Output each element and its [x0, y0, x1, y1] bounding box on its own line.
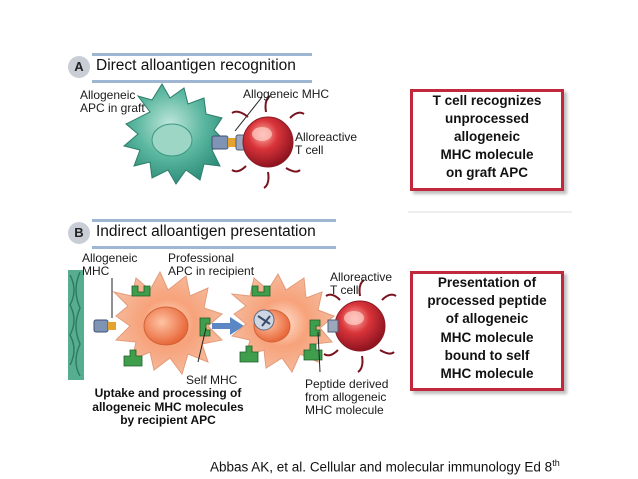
label-line: Alloreactive: [330, 270, 393, 284]
graft-apc-cell: [122, 83, 227, 185]
label-allogeneic-mhc-a: Allogeneic MHC: [243, 87, 330, 101]
label-line: APC in graft: [80, 101, 145, 115]
box-line: processed peptide: [427, 293, 547, 309]
panel-b-summary-box: Presentation of processed peptide of all…: [410, 271, 564, 391]
graft-tissue: [68, 270, 84, 380]
box-line: unprocessed: [444, 111, 530, 126]
label-line: Allogeneic: [82, 251, 138, 265]
citation-superscript: th: [552, 458, 560, 468]
recipient-apc-cell-1: [112, 270, 224, 376]
panel-b-title-bar: [92, 219, 336, 249]
graft-mhc-molecule: [93, 319, 116, 333]
label-line: Alloreactive: [295, 130, 358, 144]
label-self-mhc: Self MHC: [186, 373, 238, 387]
label-alloreactive-t-cell-a: Alloreactive T cell: [295, 131, 357, 157]
panel-b-title: Indirect alloantigen presentation: [96, 223, 316, 240]
caption-line: Uptake and processing of: [94, 386, 242, 400]
box-line: allogeneic: [453, 129, 521, 144]
citation-credit: Abbas AK, et al. Cellular and molecular …: [210, 458, 560, 475]
label-line: MHC: [82, 264, 110, 278]
label-line: Professional: [168, 251, 235, 265]
box-line: MHC molecule: [440, 147, 534, 162]
label-peptide-derived: Peptide derived from allogeneic MHC mole…: [305, 378, 388, 417]
label-line: Allogeneic: [80, 88, 136, 102]
label-line: MHC molecule: [305, 403, 384, 417]
box-line: on graft APC: [446, 165, 528, 180]
panel-a-summary-box: T cell recognizes unprocessed allogeneic…: [410, 89, 564, 191]
label-allogeneic-mhc-b: Allogeneic MHC: [82, 252, 137, 278]
citation-text: Abbas AK, et al. Cellular and molecular …: [210, 459, 553, 475]
panel-b-badge: B: [68, 222, 90, 244]
box-line: bound to self: [444, 347, 530, 363]
label-allogeneic-apc: Allogeneic APC in graft: [80, 89, 145, 115]
label-line: from allogeneic: [305, 390, 387, 404]
label-professional-apc: Professional APC in recipient: [168, 252, 254, 278]
box-line: Presentation of: [437, 275, 537, 290]
self-mhc-molecules-1: [123, 285, 211, 367]
label-line: T cell: [295, 143, 324, 157]
caption-line: by recipient APC: [120, 413, 216, 427]
panel-a-title-bar: [92, 53, 312, 83]
panel-a-title: Direct alloantigen recognition: [96, 57, 296, 74]
self-mhc-molecules-2: [239, 285, 323, 363]
recipient-apc-cell-2: [230, 272, 335, 374]
panel-a-badge: A: [68, 56, 90, 78]
box-line: of allogeneic: [445, 311, 529, 327]
label-line: APC in recipient: [168, 264, 255, 278]
alloreactive-t-cell-a: [231, 95, 305, 189]
box-line: MHC molecule: [440, 329, 534, 345]
label-alloreactive-t-cell-b: Alloreactive T cell: [330, 271, 392, 297]
uptake-caption: Uptake and processing of allogeneic MHC …: [78, 386, 258, 428]
label-line: Peptide derived: [305, 377, 389, 391]
box-line: T cell recognizes: [432, 93, 542, 108]
alloreactive-t-cell-b: [323, 279, 397, 373]
label-line: T cell: [330, 283, 359, 297]
uptake-arrow: [212, 317, 244, 335]
box-line: MHC molecule: [440, 366, 534, 382]
caption-line: allogeneic MHC molecules: [92, 399, 244, 414]
